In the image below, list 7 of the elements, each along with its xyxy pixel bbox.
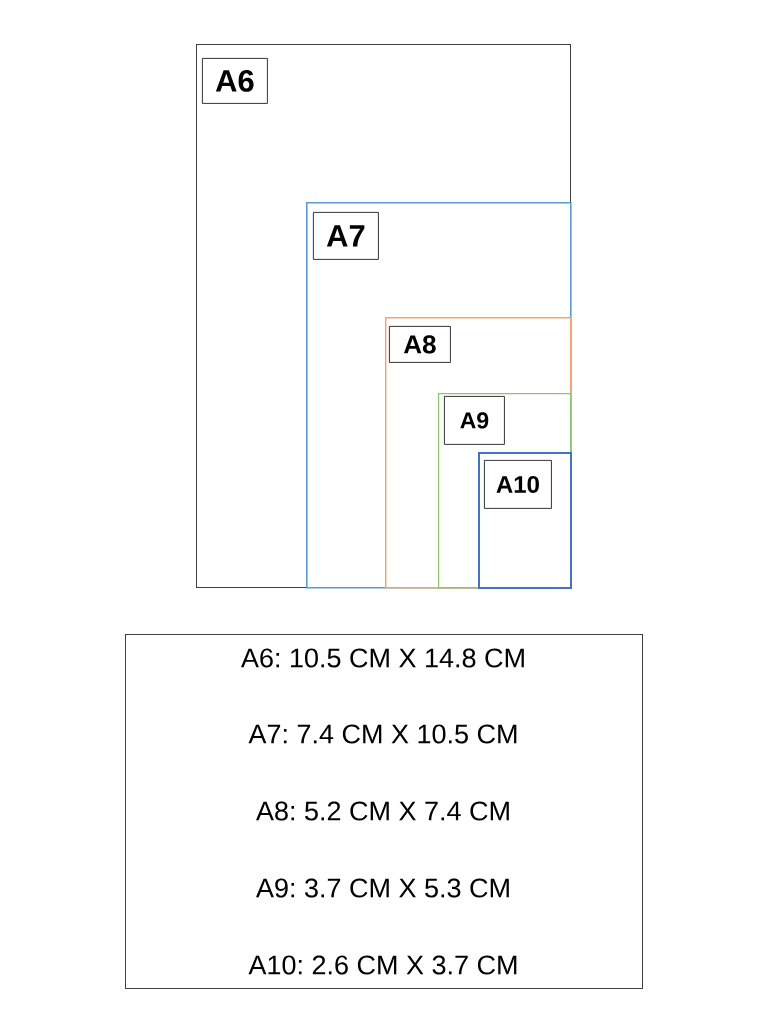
size-label: A8: [389, 326, 451, 363]
size-label: A9: [444, 396, 505, 445]
size-list-box: A6: 10.5 CM X 14.8 CM A7: 7.4 CM X 10.5 CM A8: 5.2 CM X 7.4 CM A9: 3.7 CM X 5.3 CM A10: 2.6 CM X 3.7 CM: [125, 634, 643, 989]
size-label: A7: [313, 212, 379, 260]
size-label: A6: [202, 58, 268, 104]
size-label: A10: [484, 460, 552, 509]
paper-outline: [478, 452, 572, 589]
